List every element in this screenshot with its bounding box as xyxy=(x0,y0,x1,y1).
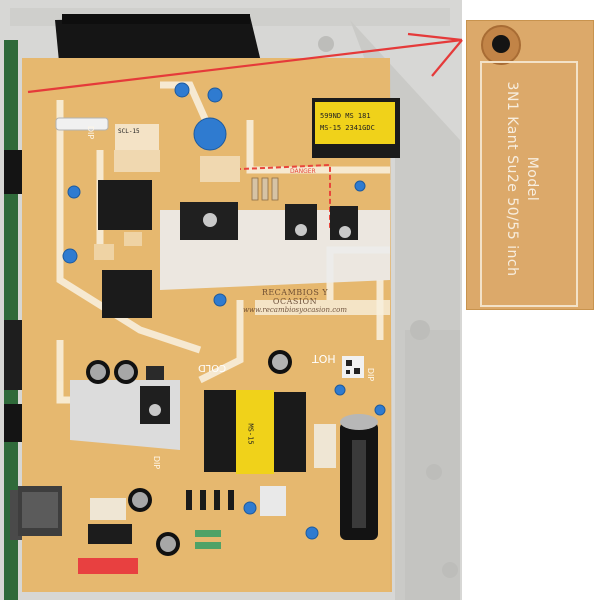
cap-label: SCL-15 xyxy=(118,128,140,135)
watermark-line2: www.recambiosyocasion.com xyxy=(243,306,347,314)
model-label-box xyxy=(480,61,578,307)
model-label-text: Model 3N1 Kant Su2e 50/55 inch xyxy=(504,82,540,277)
model-label-line1: Model xyxy=(524,156,540,202)
watermark-line1: RECAMBIOS Y OCASIÓN xyxy=(261,288,329,306)
lower-transformer-marking: MS-15 xyxy=(246,423,255,445)
model-label-zoom: Model 3N1 Kant Su2e 50/55 inch xyxy=(466,20,594,310)
model-label-line2: 3N1 Kant Su2e 50/55 inch xyxy=(504,81,520,277)
dip-label-bottom: DIP xyxy=(152,455,162,470)
hot-label: HOT xyxy=(312,352,336,365)
cold-label: COLD xyxy=(198,362,227,373)
mounting-hole xyxy=(481,25,521,65)
annotation-arrow xyxy=(27,32,463,94)
dip-label-top: DIP xyxy=(86,125,96,140)
common-mode-choke xyxy=(98,180,152,230)
transformer-marking-1: 599ND MS 181 xyxy=(320,112,371,120)
danger-label: DANGER xyxy=(290,168,316,175)
transformer-marking-2: MS-15 2341GDC xyxy=(320,124,375,132)
fuse xyxy=(55,117,109,131)
dip-label-right: DIP xyxy=(366,367,376,382)
watermark: RECAMBIOS Y OCASIÓN www.recambiosyocasio… xyxy=(240,288,350,314)
